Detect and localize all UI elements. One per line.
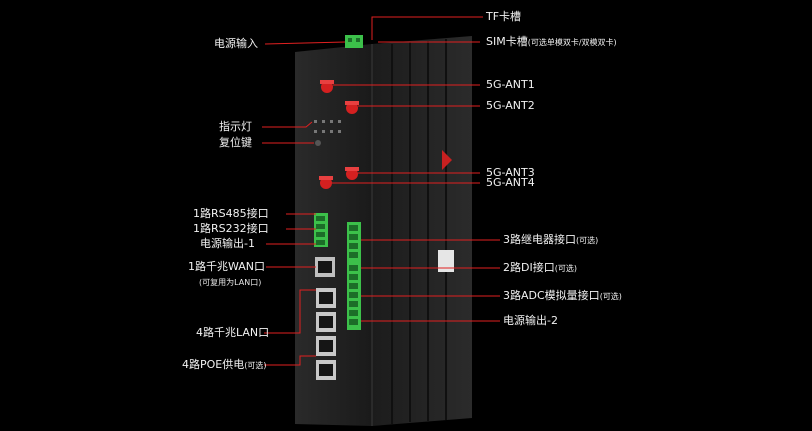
device-front-panel (295, 44, 372, 426)
label-wan-note: (可复用为LAN口) (199, 278, 262, 287)
label-ant2: 5G-ANT2 (486, 99, 535, 112)
label-power-out2: 电源输出-2 (503, 314, 558, 327)
device-side-panel (372, 36, 472, 426)
power-input-terminal (345, 35, 363, 48)
label-ant4: 5G-ANT4 (486, 176, 535, 189)
side-ribs (391, 39, 447, 424)
label-reset: 复位键 (219, 136, 252, 149)
label-ant1: 5G-ANT1 (486, 78, 535, 91)
antenna-ant4-icon (319, 176, 333, 189)
side-label-sticker (438, 250, 454, 272)
reset-button-icon (315, 140, 321, 146)
label-rs485: 1路RS485接口 (193, 207, 269, 220)
label-sim-slot: SIM卡槽(可选单模双卡/双模双卡) (486, 35, 617, 48)
label-lan: 4路千兆LAN口 (196, 326, 270, 339)
leader-lines (262, 16, 500, 366)
brand-logo-icon (442, 150, 452, 170)
indicator-leds (314, 120, 341, 133)
label-tf-slot: TF卡槽 (486, 10, 522, 23)
serial-terminal-block (314, 213, 328, 247)
lan-ports (316, 288, 336, 380)
label-indicator: 指示灯 (219, 120, 252, 133)
antenna-ant3-icon (345, 167, 359, 180)
label-adc: 3路ADC模拟量接口(可选) (503, 289, 622, 302)
label-rs232: 1路RS232接口 (193, 222, 269, 235)
label-ant3: 5G-ANT3 (486, 166, 535, 179)
label-wan: 1路千兆WAN口 (188, 260, 266, 273)
label-poe: 4路POE供电(可选) (182, 358, 267, 371)
label-power-input: 电源输入 (214, 37, 258, 50)
antenna-ant1-icon (320, 80, 334, 93)
label-relay: 3路继电器接口(可选) (503, 233, 599, 246)
label-di: 2路DI接口(可选) (503, 261, 577, 274)
wan-port (315, 257, 335, 277)
io-terminal-block (347, 222, 361, 330)
antenna-ant2-icon (345, 101, 359, 114)
label-power-out1: 电源输出-1 (200, 237, 255, 250)
